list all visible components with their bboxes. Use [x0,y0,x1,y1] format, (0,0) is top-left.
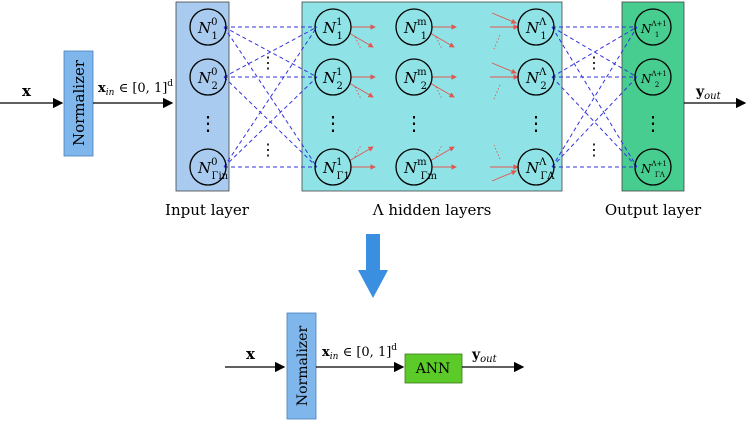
connection-line [491,62,517,74]
connection-line [435,144,443,158]
vertical-ellipsis: ⋮ [404,111,424,135]
vertical-ellipsis: ⋮ [643,111,663,135]
connection-line [491,170,517,182]
bottom-output-y-label: yout [471,347,498,365]
connection-line [354,144,362,158]
svg-text:N01: N01 [197,17,218,42]
connection-line [429,32,455,48]
vertical-ellipsis: ⋮ [198,111,218,135]
svg-text:NΛ+12: NΛ+12 [640,70,667,89]
connection-line [493,144,501,160]
input-x-label: x [22,82,32,100]
ann-label: ANN [415,361,451,377]
connection-line [354,36,362,50]
svg-text:N11: N11 [322,17,343,42]
vertical-ellipsis: ⋮ [323,111,343,135]
connection-line [348,82,374,98]
svg-text:NΛ1: NΛ1 [525,17,547,42]
bottom-normalized-input-label: xin ∈ [0, 1]d [322,343,397,362]
ann-box [404,353,463,384]
transition-arrow [358,234,388,298]
input-to-hidden-connections [223,26,318,168]
bottom-normalizer-box [286,312,317,420]
hidden-layers-caption: Λ hidden layers [372,201,492,219]
output-y-label: yout [695,84,722,102]
hidden-internal-connections [348,12,519,182]
vertical-ellipsis: ⋮ [260,140,276,159]
output-layer-caption: Output layer [605,201,702,219]
vertical-ellipsis: ⋮ [526,111,546,135]
connection-line [223,76,318,168]
connection-line [551,26,638,168]
connection-line [223,26,318,168]
connection-line [435,36,443,50]
connection-line [491,12,517,24]
connection-line [551,26,638,78]
vertical-ellipsis: ⋮ [260,53,276,72]
hidden-to-output-connections [551,26,638,168]
connection-line [493,34,501,50]
input-layer-box [175,1,230,192]
connection-line [354,86,362,100]
svg-text:N02: N02 [197,67,218,92]
bottom-input-x-label: x [246,345,256,363]
input-layer-caption: Input layer [165,201,250,219]
svg-text:N12: N12 [322,67,343,92]
normalized-input-label: xin ∈ [0, 1]d [98,79,173,98]
ellipsis-dots: ⋮ ⋮ ⋮ ⋮ ⋮ ⋮ ⋮ ⋮ ⋮ [198,53,663,159]
connection-line [348,32,374,48]
bottom-normalizer-label: Normalizer [295,326,311,407]
vertical-ellipsis: ⋮ [586,53,602,72]
vertical-ellipsis: ⋮ [586,140,602,159]
svg-text:NΛ+1ΓΛ: NΛ+1ΓΛ [640,160,667,179]
connection-line [493,84,501,100]
top-normalizer-label: Normalizer [70,59,88,146]
connection-line [429,146,455,162]
svg-text:Nm2: Nm2 [403,67,427,92]
connection-line [435,86,443,100]
connection-line [348,146,374,162]
svg-text:NΛ2: NΛ2 [525,67,547,92]
svg-text:Nm1: Nm1 [403,17,427,42]
svg-text:NΛ+11: NΛ+11 [640,20,667,39]
connection-line [429,82,455,98]
connection-line [223,26,318,78]
connection-line [551,26,638,168]
